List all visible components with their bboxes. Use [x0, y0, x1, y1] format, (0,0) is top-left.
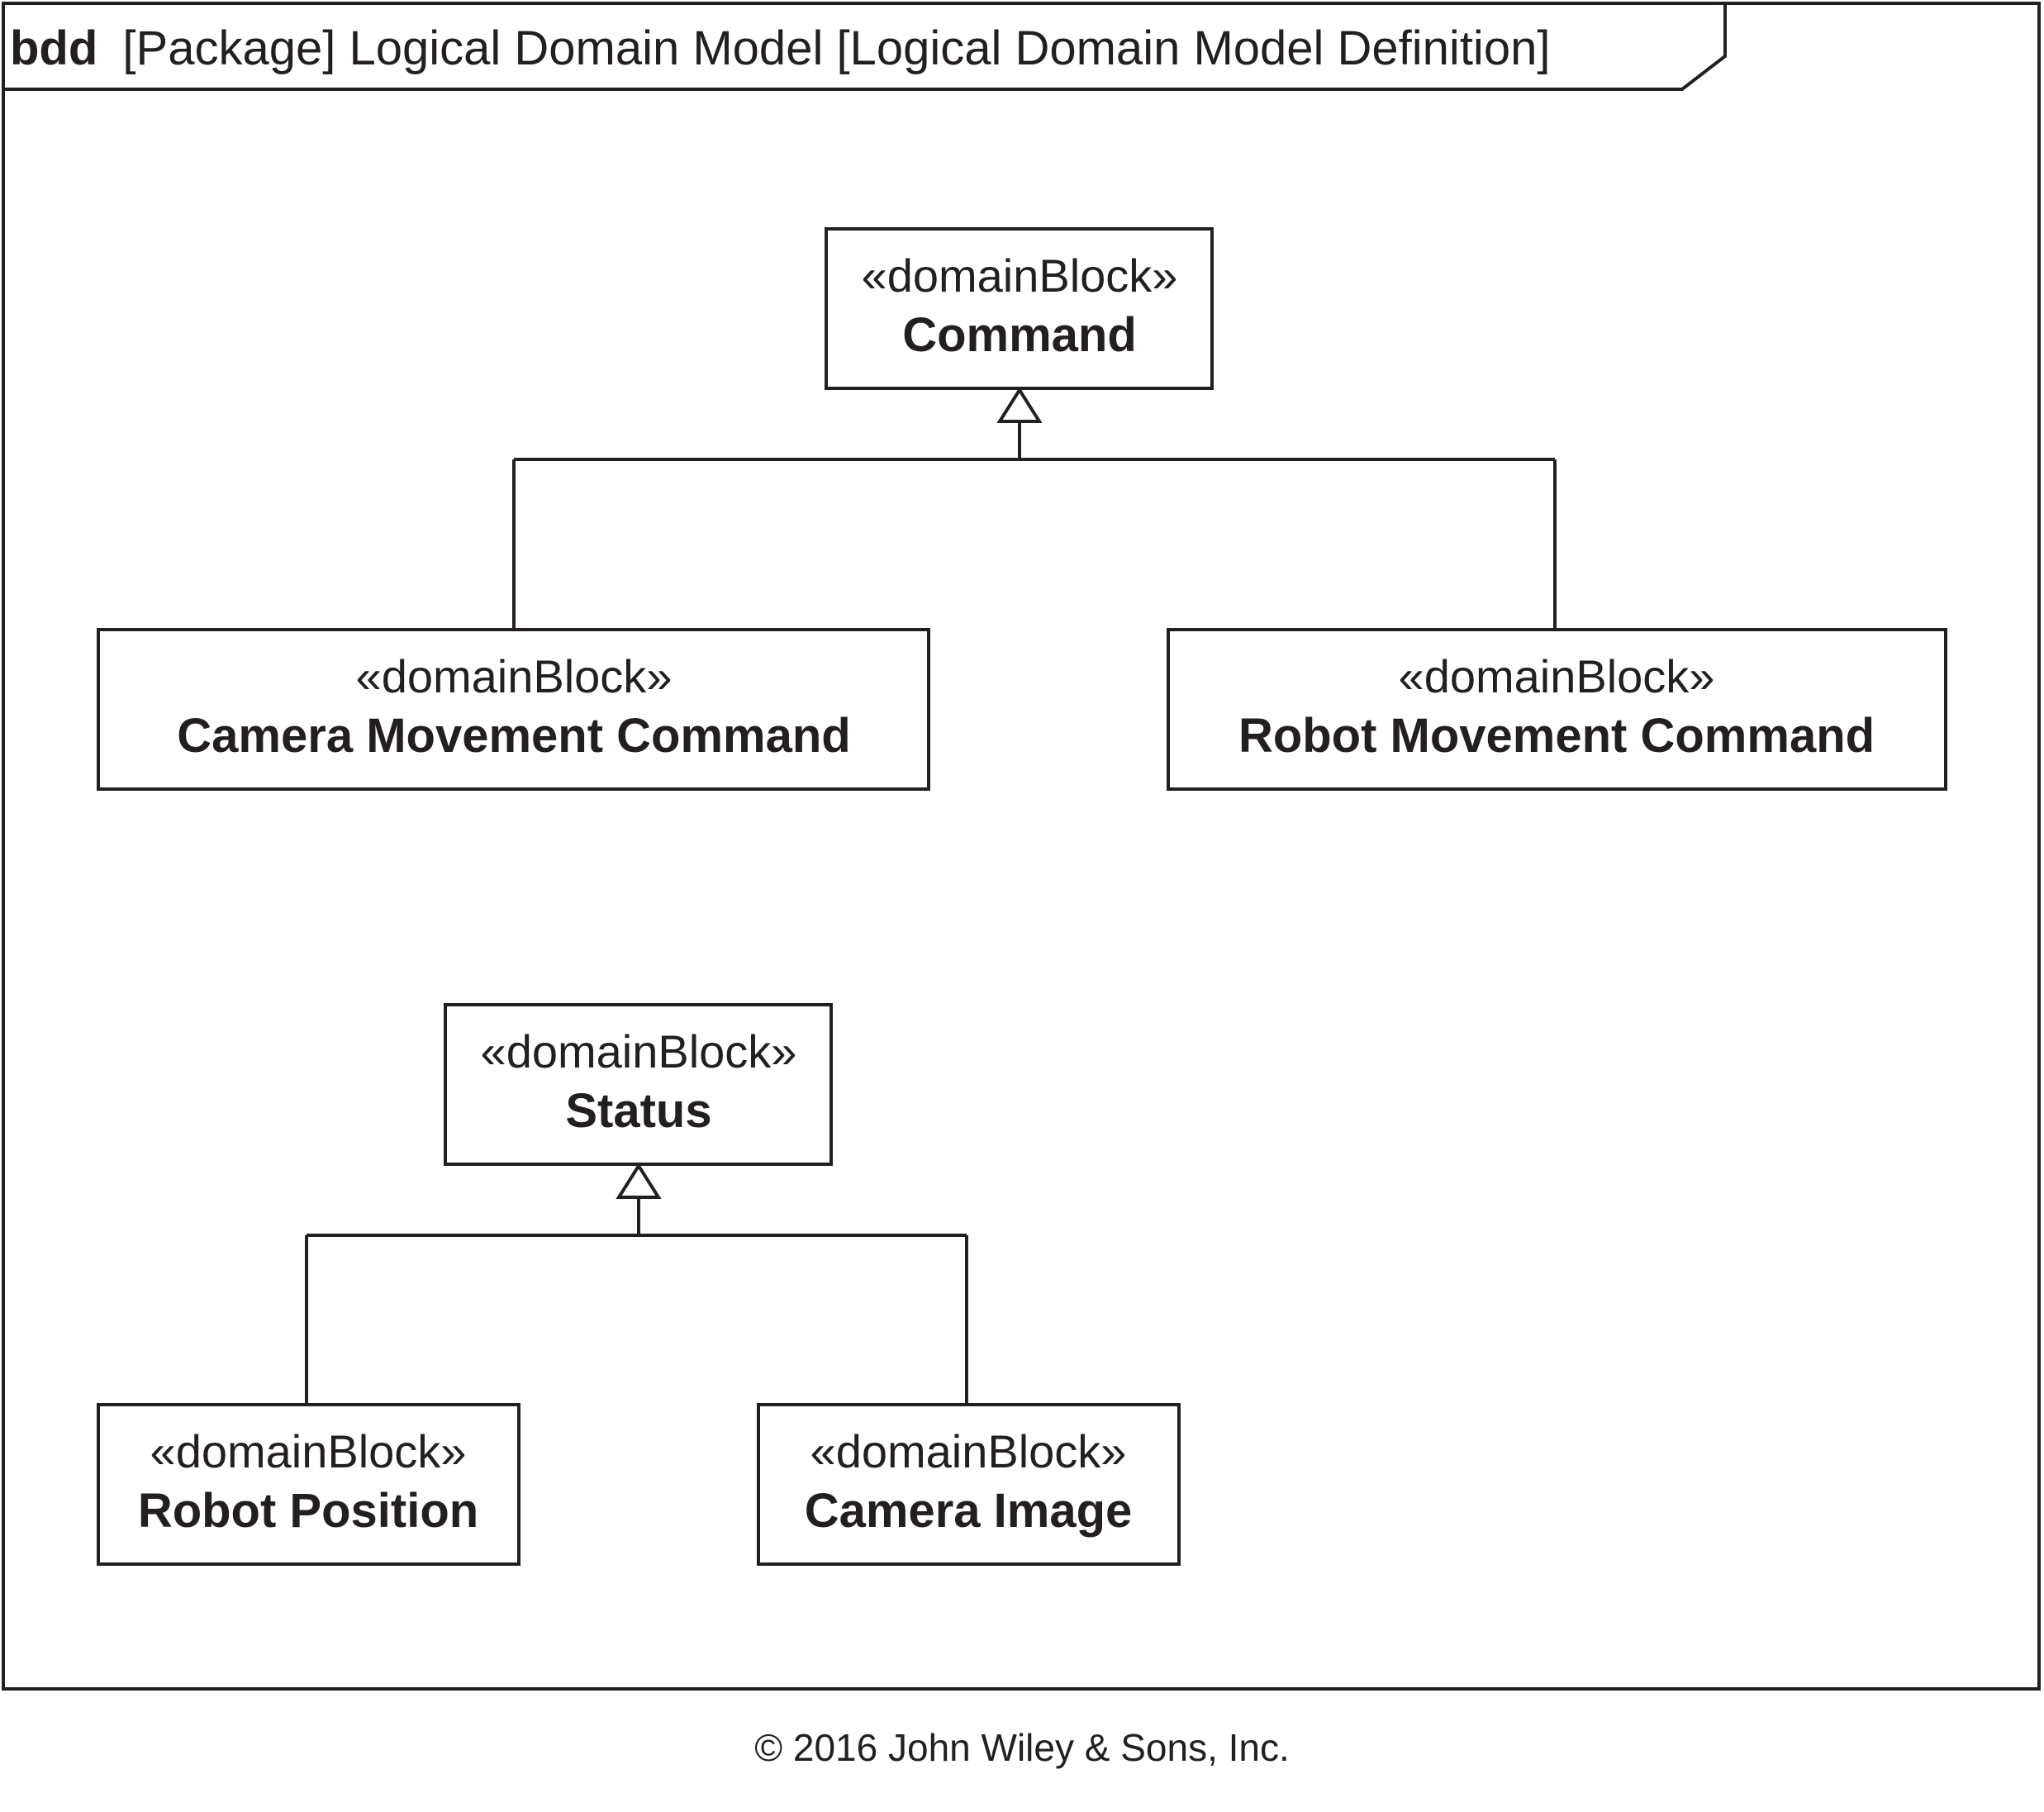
- block-name: Status: [565, 1084, 711, 1138]
- copyright-notice: © 2016 John Wiley & Sons, Inc.: [754, 1726, 1290, 1769]
- generalization-status: [305, 1163, 968, 1405]
- frame-header: bdd [Package] Logical Domain Model [Logi…: [10, 21, 1550, 75]
- block-name: Camera Movement Command: [177, 709, 850, 763]
- block-stereotype: «domainBlock»: [356, 650, 673, 702]
- block-name: Robot Movement Command: [1238, 709, 1875, 763]
- block-name: Robot Position: [138, 1484, 478, 1538]
- block-stereotype: «domainBlock»: [810, 1425, 1127, 1477]
- generalization-command: [512, 387, 1557, 630]
- block-name: Camera Image: [805, 1484, 1133, 1538]
- block-stereotype: «domainBlock»: [150, 1425, 467, 1477]
- generalization-arrowhead: [996, 387, 1043, 423]
- block-stereotype: «domainBlock»: [862, 250, 1178, 302]
- block-camera-movement-command[interactable]: «domainBlock» Camera Movement Command: [97, 628, 930, 791]
- block-status[interactable]: «domainBlock» Status: [444, 1003, 833, 1166]
- block-camera-image[interactable]: «domainBlock» Camera Image: [757, 1403, 1181, 1566]
- block-robot-position[interactable]: «domainBlock» Robot Position: [97, 1403, 521, 1566]
- frame-name-tab: [3, 3, 1727, 91]
- block-stereotype: «domainBlock»: [481, 1025, 797, 1077]
- block-stereotype: «domainBlock»: [1399, 650, 1715, 702]
- generalization-arrowhead: [616, 1163, 662, 1199]
- frame-title: [Package] Logical Domain Model [Logical …: [122, 21, 1550, 75]
- frame-kind: bdd: [10, 21, 97, 75]
- block-robot-movement-command[interactable]: «domainBlock» Robot Movement Command: [1167, 628, 1947, 791]
- block-command[interactable]: «domainBlock» Command: [825, 227, 1214, 390]
- diagram-frame: [2, 2, 2041, 1691]
- block-name: Command: [902, 308, 1137, 362]
